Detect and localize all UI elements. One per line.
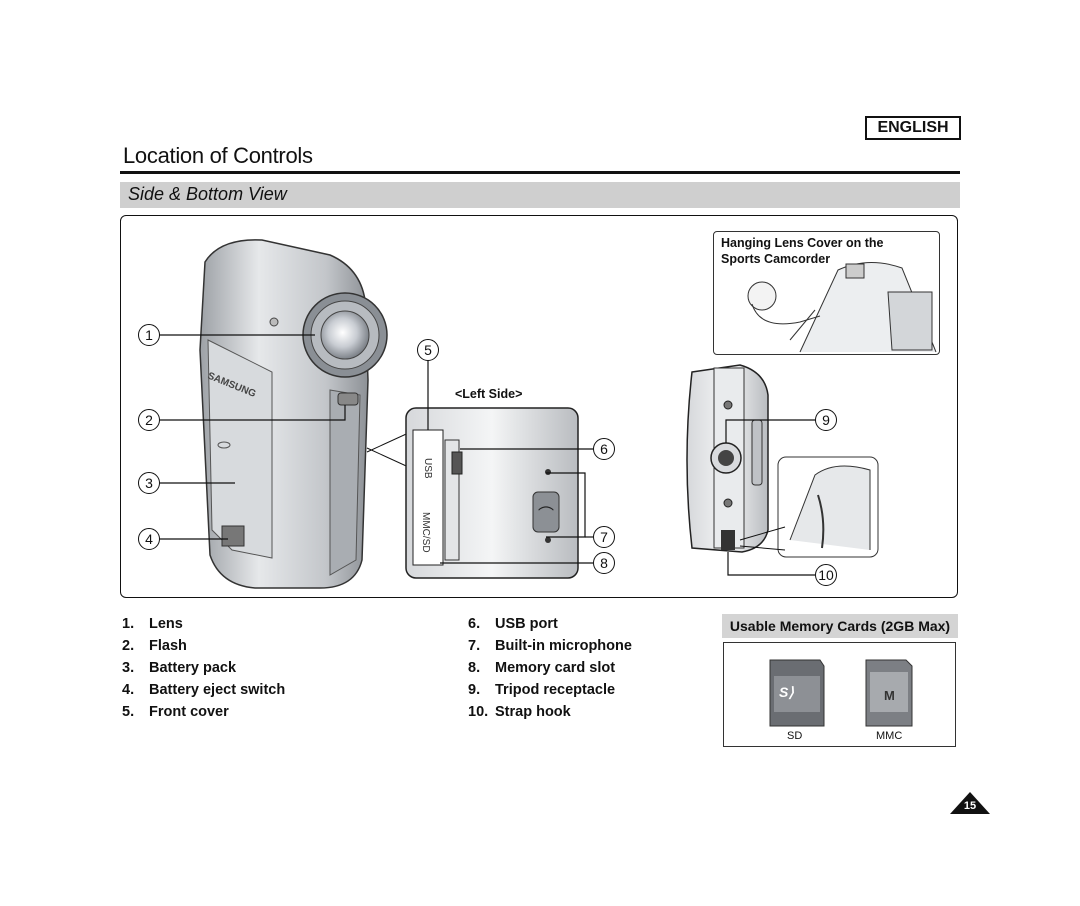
callout-9: 9 bbox=[815, 409, 837, 431]
callout-4: 4 bbox=[138, 528, 160, 550]
svg-text:S⟩: S⟩ bbox=[779, 684, 794, 700]
mmc-card-image: M bbox=[865, 659, 913, 727]
usb-print: USB bbox=[422, 458, 433, 479]
section-title: Side & Bottom View bbox=[128, 184, 287, 204]
list-item-number: 10. bbox=[468, 704, 489, 720]
left-side-detail: ⌒ bbox=[405, 407, 579, 579]
list-item-label: Front cover bbox=[149, 704, 229, 720]
list-item-number: 7. bbox=[468, 638, 481, 654]
list-item-number: 2. bbox=[122, 638, 135, 654]
left-side-label: <Left Side> bbox=[455, 387, 523, 401]
list-item-number: 5. bbox=[122, 704, 135, 720]
strap-hook-detail bbox=[739, 456, 879, 558]
mmc-card-label: MMC bbox=[876, 730, 903, 742]
section-band bbox=[120, 182, 960, 208]
figure-frame bbox=[120, 215, 958, 598]
list-item-label: Battery eject switch bbox=[149, 682, 286, 698]
sd-card-image: S⟩ bbox=[769, 659, 825, 727]
callout-8: 8 bbox=[593, 552, 615, 574]
callout-5: 5 bbox=[417, 339, 439, 361]
memory-cards-header: Usable Memory Cards (2GB Max) bbox=[722, 614, 958, 638]
list-item-label: Built-in microphone bbox=[495, 638, 632, 654]
inset-caption: Hanging Lens Cover on the Sports Camcord… bbox=[721, 235, 921, 267]
svg-text:M: M bbox=[884, 688, 895, 703]
list-item-number: 1. bbox=[122, 616, 135, 632]
list-item-label: Battery pack bbox=[149, 660, 237, 676]
list-item-label: Strap hook bbox=[495, 704, 571, 720]
callout-1: 1 bbox=[138, 324, 160, 346]
callout-2: 2 bbox=[138, 409, 160, 431]
list-item-label: Tripod receptacle bbox=[495, 682, 616, 698]
page-title: Location of Controls bbox=[123, 143, 313, 168]
list-item-number: 9. bbox=[468, 682, 481, 698]
list-item-number: 6. bbox=[468, 616, 481, 632]
inset-caption-line1: Hanging Lens Cover on the bbox=[721, 236, 884, 250]
list-item-label: Lens bbox=[149, 616, 183, 632]
bottom-view bbox=[686, 364, 769, 553]
leader-lines bbox=[159, 334, 816, 576]
list-item-number: 8. bbox=[468, 660, 481, 676]
list-item-label: USB port bbox=[495, 616, 558, 632]
list-item-number: 3. bbox=[122, 660, 135, 676]
language-badge: ENGLISH bbox=[865, 116, 961, 140]
callout-3: 3 bbox=[138, 472, 160, 494]
title-rule bbox=[120, 171, 960, 174]
list-item-label: Flash bbox=[149, 638, 187, 654]
list-item-label: Memory card slot bbox=[495, 660, 616, 676]
svg-text:⌒: ⌒ bbox=[538, 505, 554, 524]
callout-10: 10 bbox=[815, 564, 837, 586]
sd-card-label: SD bbox=[787, 730, 803, 742]
callout-6: 6 bbox=[593, 438, 615, 460]
callout-7: 7 bbox=[593, 526, 615, 548]
memory-cards-box bbox=[723, 642, 956, 747]
inset-caption-line2: Sports Camcorder bbox=[721, 252, 831, 266]
slot-print: MMC/SD bbox=[420, 512, 431, 553]
page-number: 15 bbox=[963, 800, 977, 812]
list-item-number: 4. bbox=[122, 682, 135, 698]
lens bbox=[302, 292, 388, 378]
